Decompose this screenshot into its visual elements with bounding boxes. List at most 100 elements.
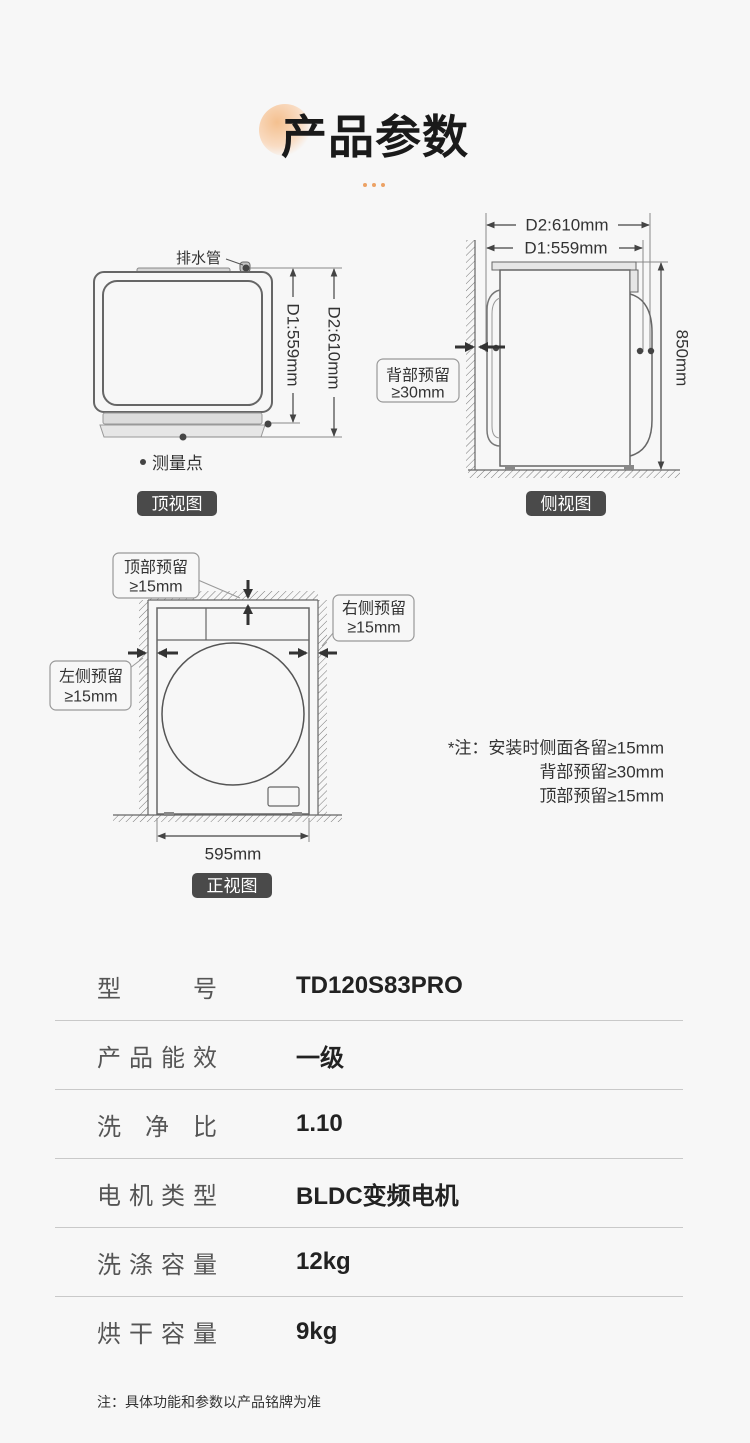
drain-pipe-label: 排水管 [176,250,221,267]
measure-point-dot [264,420,272,428]
dot [363,183,367,187]
spec-value: 9kg [296,1317,338,1345]
side-top-plate [491,261,637,271]
top-view-d2-label: D2:610mm [325,306,344,389]
spec-label: 电机类型 [97,1176,217,1211]
side-control-panel [629,269,639,293]
front-filter-cover [267,786,300,807]
spec-value: TD120S83PRO [296,972,463,999]
measure-point-label: 测量点 [152,454,203,473]
drain-leader-line [225,258,244,266]
spec-row-model: 型号 TD120S83PRO [55,952,683,1021]
label-char: 机 [129,1181,153,1210]
label-char: 量 [193,1250,217,1279]
top-view-d1-label: D1:559mm [284,303,303,386]
front-left-wall-hatch [139,600,148,815]
side-view-diagram: D2:610mm D1:559mm 850mm 背部预留 ≥30mm 侧视图 [376,213,692,516]
left-clearance-leader [129,657,144,669]
spec-label: 型号 [97,969,217,1004]
side-rear-hose-inner [491,297,501,439]
label-char: 效 [193,1043,217,1072]
label-char: 洗 [97,1112,121,1141]
rear-clearance-label: 背部预留 [386,367,450,385]
side-view-d2-label: D2:610mm [525,216,608,235]
dot [372,183,376,187]
side-floor-hatch [468,470,680,478]
spec-row-dry-capacity: 烘干容量 9kg [55,1297,683,1366]
left-clearance-value: ≥15mm [64,689,117,706]
d2-label-bg [325,299,343,397]
right-clearance-label: 右侧预留 [342,600,406,618]
rear-clearance-value: ≥30mm [391,385,444,402]
front-floor-hatch [113,815,342,822]
left-clearance-label: 左侧预留 [59,668,123,686]
spec-row-wash-ratio: 洗净比 1.10 [55,1090,683,1159]
side-body [499,269,631,467]
label-char: 产 [97,1043,121,1072]
top-view-diagram: 排水管 D1:559mm D2:610mm 测量点 顶视图 [93,250,344,516]
dot [381,183,385,187]
right-clearance-box [332,594,415,642]
label-char: 能 [161,1043,185,1072]
top-clearance-value: ≥15mm [129,579,182,596]
side-rear-hose [486,289,501,447]
top-view-badge-label: 顶视图 [152,495,203,514]
top-clearance-leader [197,579,241,599]
measure-point-dot [647,347,655,355]
spec-label: 产品能效 [97,1038,217,1073]
top-view-body [93,271,273,413]
side-foot [505,465,515,470]
spec-row-wash-capacity: 洗涤容量 12kg [55,1228,683,1297]
spec-row-motor-type: 电机类型 BLDC变频电机 [55,1159,683,1228]
side-view-badge [526,491,606,516]
label-char: 号 [193,974,217,1003]
top-view-lid [102,280,263,406]
installation-diagrams: 排水管 D1:559mm D2:610mm 测量点 顶视图 [49,213,692,898]
label-char: 比 [193,1112,217,1141]
title-decor-circle [259,104,311,156]
title-dots [363,183,385,187]
install-note: *注：安装时侧面各留≥15mm 背部预留≥30mm 顶部预留≥15mm [448,739,664,806]
page-title: 产品参数 [281,110,469,164]
top-clearance-box [112,552,200,599]
side-wall-hatch [466,240,475,470]
install-note-line: *注：安装时侧面各留≥15mm [448,739,664,758]
right-clearance-leader [321,631,335,647]
label-char: 型 [193,1181,217,1210]
label-char: 涤 [129,1250,153,1279]
measure-point-dot [636,347,644,355]
install-note-line: 背部预留≥30mm [539,763,664,782]
spec-value: BLDC变频电机 [296,1182,459,1210]
d1-label-bg [284,297,302,393]
install-note-line: 顶部预留≥15mm [539,787,664,806]
front-view-badge-label: 正视图 [207,877,258,896]
label-char: 类 [161,1181,185,1210]
top-view-badge [137,491,217,516]
label-char: 净 [145,1112,169,1141]
side-view-height-label: 850mm [673,330,692,387]
side-view-d1-label: D1:559mm [524,239,607,258]
spec-value: 12kg [296,1248,351,1275]
label-char: 洗 [97,1250,121,1279]
side-d2-label-bg [516,215,618,235]
right-clearance-value: ≥15mm [347,620,400,637]
label-char: 型 [97,974,121,1003]
side-view-badge-label: 侧视图 [541,495,592,514]
left-clearance-box [49,660,132,711]
spec-row-energy-efficiency: 产品能效 一级 [55,1021,683,1090]
front-view-badge [192,873,272,898]
measure-point-dot [242,264,250,272]
spec-value: 一级 [296,1044,344,1072]
label-char: 干 [129,1320,153,1348]
front-body [156,607,310,815]
footer-note: 注：具体功能和参数以产品铭牌为准 [97,1395,321,1411]
label-char: 电 [97,1181,121,1210]
spec-table: 型号 TD120S83PRO 产品能效 一级 洗净比 1.10 电机类型 BLD… [55,952,683,1366]
top-clearance-label: 顶部预留 [124,559,188,577]
front-door [161,642,305,786]
label-char: 容 [161,1320,185,1348]
label-char: 品 [129,1043,153,1072]
side-d1-label-bg [513,238,619,258]
measure-point-dot [179,433,187,441]
